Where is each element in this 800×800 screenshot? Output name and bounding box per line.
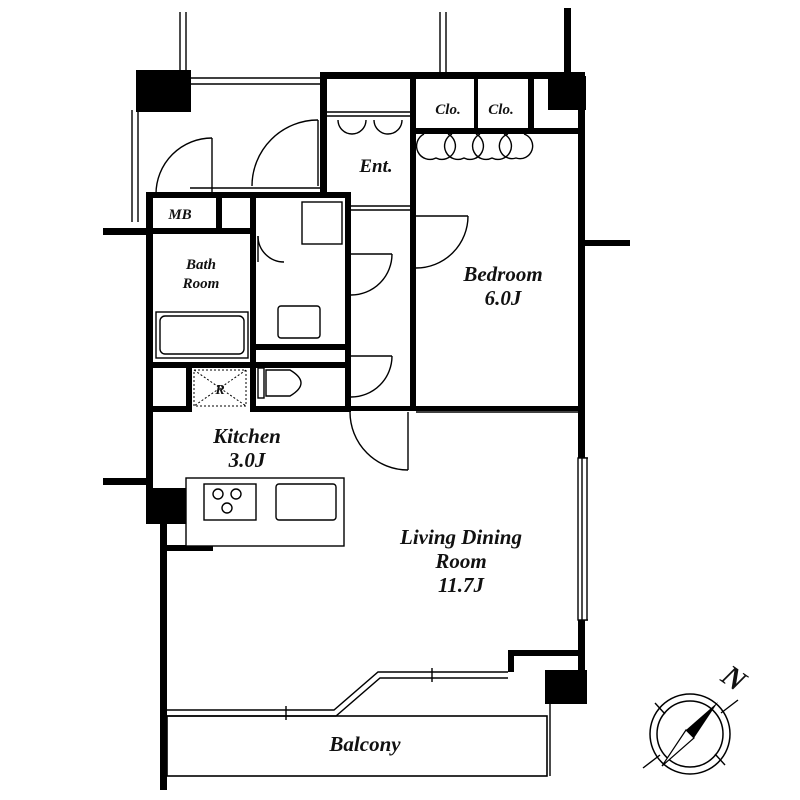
room-labels: Ent. Clo. Clo. MB Bath Room R Bedroom 6.… xyxy=(167,102,542,756)
balcony-label: Balcony xyxy=(328,732,401,756)
sink xyxy=(275,483,337,521)
exterior-walls xyxy=(103,8,630,790)
compass-icon: N xyxy=(642,658,754,775)
refrigerator-label: R xyxy=(214,383,224,398)
bath-label-line2: Room xyxy=(182,276,220,292)
bedroom-name-label: Bedroom xyxy=(462,262,542,286)
bedroom-size-label: 6.0J xyxy=(485,286,523,310)
windows xyxy=(167,408,588,720)
fridge-space xyxy=(193,369,247,407)
balcony-outline xyxy=(166,700,551,777)
closet-label-1: Clo. xyxy=(435,102,460,118)
entrance-label: Ent. xyxy=(358,156,392,177)
living-label-line2: Room xyxy=(434,549,486,573)
compass-needle-north xyxy=(686,702,718,738)
washing-machine xyxy=(301,201,343,245)
fixtures xyxy=(155,201,345,547)
living-size-label: 11.7J xyxy=(438,573,486,597)
stove-icon xyxy=(203,483,257,521)
meter-box-label: MB xyxy=(167,207,191,223)
compass-north-label: N xyxy=(715,658,754,699)
rails xyxy=(131,12,447,222)
kitchen-size-label: 3.0J xyxy=(228,448,267,472)
closet-doors xyxy=(337,119,534,161)
toilet xyxy=(265,369,302,397)
doors xyxy=(155,119,469,471)
closet-label-2: Clo. xyxy=(488,102,513,118)
kitchen-name-label: Kitchen xyxy=(212,424,281,448)
compass-needle-south xyxy=(661,729,695,767)
living-label-line1: Living Dining xyxy=(399,525,522,549)
wash-basin xyxy=(277,305,321,339)
bath-label-line1: Bath xyxy=(185,257,216,273)
